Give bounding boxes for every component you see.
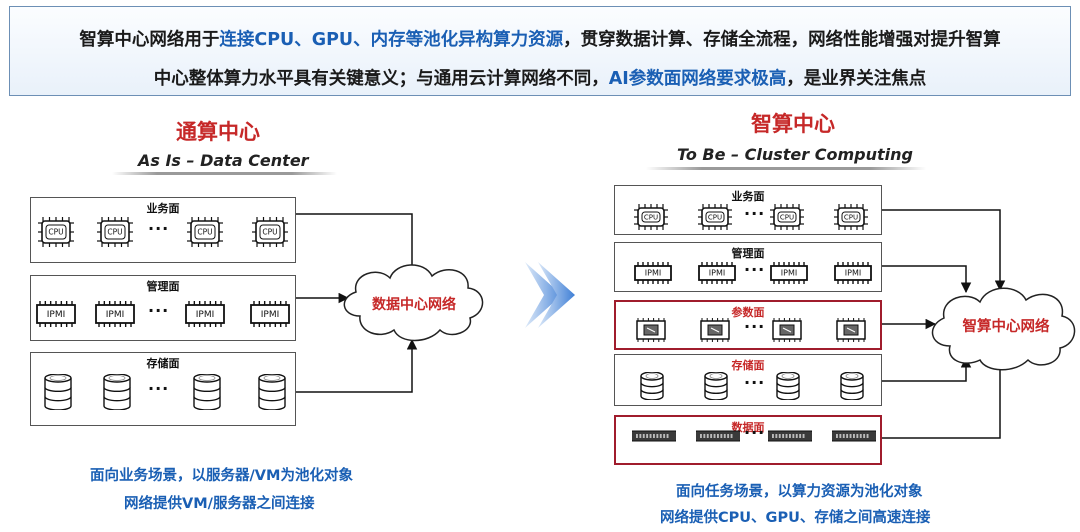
row-label: 管理面 (731, 247, 765, 260)
ipmi-module-icon: IPMI (634, 262, 672, 284)
right-footer-2: 网络提供CPU、GPU、存储之间高速连接 (660, 510, 931, 526)
ipmi-module-icon: IPMI (698, 262, 736, 284)
network-switch-icon (832, 430, 876, 442)
banner-text: 智算中心网络用于 (79, 30, 220, 50)
ipmi-module-icon: IPMI (95, 301, 135, 327)
svg-text:IPMI: IPMI (781, 269, 797, 278)
ellipsis: ··· (148, 379, 170, 398)
ipmi-module-icon: IPMI (834, 262, 872, 284)
banner-highlight: AI参数面网络要求极高 (608, 69, 787, 89)
banner-line-1: 智算中心网络用于连接CPU、GPU、内存等池化异构算力资源，贯穿数据计算、存储全… (10, 26, 1070, 51)
row-label: 业务面 (146, 202, 180, 215)
svg-text:CPU: CPU (780, 213, 794, 221)
right-subtitle: To Be – Cluster Computing (677, 145, 913, 164)
ipmi-module-icon: IPMI (36, 301, 76, 327)
business-connector (296, 213, 418, 280)
row-label: 存储面 (731, 359, 765, 372)
datacenter-network-label: 数据中心网络 (372, 296, 456, 313)
svg-text:CPU: CPU (48, 228, 63, 237)
ellipsis: ··· (744, 317, 766, 336)
banner-text: 中心整体算力水平具有关键意义；与通用云计算网络不同， (153, 69, 609, 89)
ipmi-module-icon: IPMI (250, 301, 290, 327)
svg-text:IPMI: IPMI (261, 310, 280, 320)
gpu-chip-icon (700, 318, 730, 342)
svg-text:IPMI: IPMI (645, 269, 661, 278)
cpu-chip-icon: CPU (698, 204, 732, 230)
svg-text:IPMI: IPMI (709, 269, 725, 278)
ellipsis: ··· (744, 373, 766, 392)
svg-text:IPMI: IPMI (196, 310, 215, 320)
business-connector (882, 209, 1006, 292)
ellipsis: ··· (148, 219, 170, 238)
svg-text:IPMI: IPMI (47, 310, 66, 320)
left-subtitle-underline (112, 172, 337, 175)
banner-text: ，贯穿数据计算、存储全流程，网络性能增强对提升智算 (563, 30, 1001, 50)
right-title: 智算中心 (751, 112, 835, 136)
summary-banner: 智算中心网络用于连接CPU、GPU、内存等池化异构算力资源，贯穿数据计算、存储全… (9, 6, 1071, 96)
row-label: 参数面 (731, 306, 765, 319)
storage-connector (882, 356, 972, 382)
cpu-chip-icon: CPU (187, 217, 223, 247)
svg-text:IPMI: IPMI (845, 269, 861, 278)
banner-line-2: 中心整体算力水平具有关键意义；与通用云计算网络不同，AI参数面网络要求极高，是业… (10, 65, 1070, 90)
left-row-storage-plane: 存储面 (30, 352, 296, 426)
ellipsis: ··· (148, 301, 170, 320)
svg-text:IPMI: IPMI (106, 310, 125, 320)
cpu-chip-icon: CPU (252, 217, 288, 247)
banner-highlight: 连接CPU、GPU、内存等池化异构算力资源 (219, 30, 564, 50)
svg-text:CPU: CPU (708, 213, 722, 221)
left-footer-1: 面向业务场景，以服务器/VM为池化对象 (90, 468, 353, 484)
network-switch-icon (768, 430, 812, 442)
transition-chevron-icon (525, 262, 575, 328)
storage-disk-icon (840, 372, 864, 400)
gpu-chip-icon (836, 318, 866, 342)
svg-text:CPU: CPU (197, 228, 212, 237)
cpu-chip-icon: CPU (97, 217, 133, 247)
gpu-chip-icon (772, 318, 802, 342)
network-switch-icon (632, 430, 676, 442)
right-footer-1: 面向任务场景，以算力资源为池化对象 (676, 484, 923, 500)
row-label: 管理面 (146, 280, 180, 293)
storage-disk-icon (258, 374, 286, 410)
banner-text: ，是业界关注焦点 (786, 69, 927, 89)
storage-disk-icon (704, 372, 728, 400)
left-footer-2: 网络提供VM/服务器之间连接 (124, 496, 315, 512)
left-row-business-plane: 业务面 (30, 197, 296, 263)
row-label: 业务面 (731, 190, 765, 203)
svg-text:CPU: CPU (262, 228, 277, 237)
data-connector (882, 356, 1006, 439)
cpu-chip-icon: CPU (634, 204, 668, 230)
left-subtitle: As Is – Data Center (138, 151, 309, 170)
cpu-chip-icon: CPU (38, 217, 74, 247)
row-label: 存储面 (146, 357, 180, 370)
ellipsis: ··· (744, 260, 766, 279)
cpu-chip-icon: CPU (834, 204, 868, 230)
datacenter-network-cloud: 数据中心网络 (343, 264, 484, 342)
ipmi-module-icon: IPMI (185, 301, 225, 327)
svg-text:CPU: CPU (844, 213, 858, 221)
storage-disk-icon (44, 374, 72, 410)
svg-text:CPU: CPU (644, 213, 658, 221)
storage-disk-icon (640, 372, 664, 400)
storage-disk-icon (193, 374, 221, 410)
svg-text:CPU: CPU (107, 228, 122, 237)
network-switch-icon (696, 430, 740, 442)
computing-network-cloud: 智算中心网络 (931, 287, 1076, 371)
storage-connector (296, 338, 418, 393)
computing-network-label: 智算中心网络 (963, 317, 1050, 335)
left-title: 通算中心 (176, 120, 260, 144)
ipmi-module-icon: IPMI (770, 262, 808, 284)
ellipsis: ··· (744, 204, 766, 223)
right-subtitle-underline (646, 167, 926, 170)
gpu-chip-icon (636, 318, 666, 342)
ellipsis: ··· (744, 423, 766, 442)
cpu-chip-icon: CPU (770, 204, 804, 230)
storage-disk-icon (103, 374, 131, 410)
storage-disk-icon (776, 372, 800, 400)
management-connector (882, 265, 972, 294)
